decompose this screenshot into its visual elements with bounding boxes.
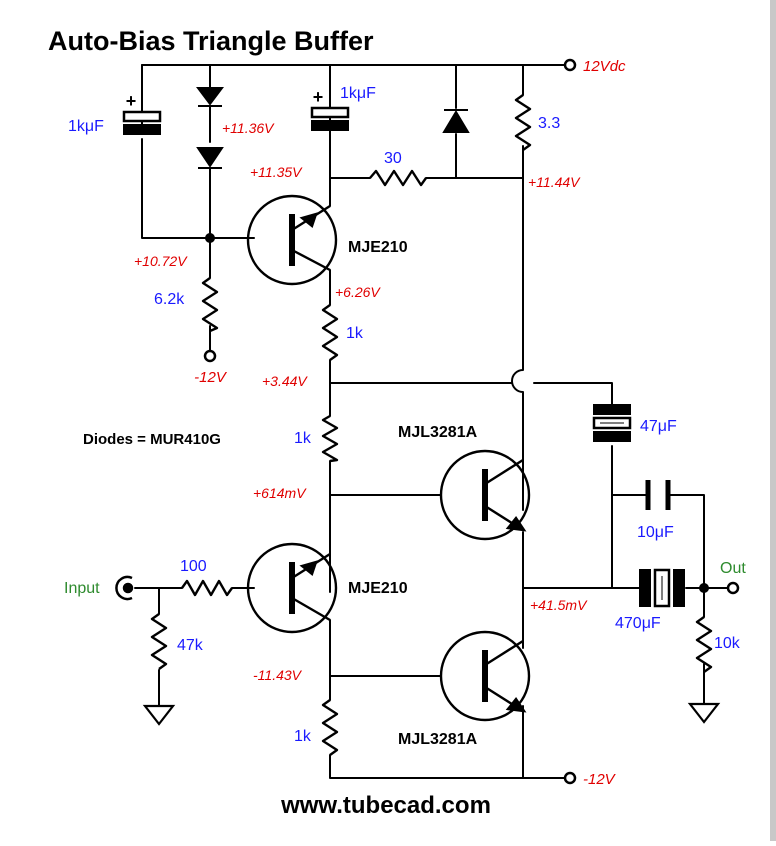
cap-1kuF-left-label: 1kμF — [68, 118, 104, 135]
resistor-1k-upper — [321, 304, 339, 361]
wire-bottom-rail — [329, 619, 566, 779]
input-label: Input — [64, 580, 100, 597]
res-10k-label: 10k — [714, 635, 741, 652]
res-1k-lower-label: 1k — [294, 728, 312, 745]
diode-string — [196, 87, 224, 169]
output-label: Out — [720, 560, 746, 577]
supply-neg-label: -12V — [583, 771, 617, 788]
voltage-10-72: +10.72V — [134, 253, 188, 269]
voltage-614m: +614mV — [253, 485, 307, 501]
capacitor-10uF — [645, 480, 671, 510]
voltage-neg-11-43: -11.43V — [253, 667, 303, 683]
resistor-1k-middle — [321, 414, 339, 463]
bias-neg-label: -12V — [194, 369, 228, 386]
wire-input-chain — [134, 587, 255, 707]
cap-10uF-label: 10μF — [637, 524, 674, 541]
ground-icon — [142, 704, 176, 726]
voltage-11-36: +11.36V — [222, 120, 275, 136]
res-1k-upper-label: 1k — [346, 325, 364, 342]
terminal-neg12v — [563, 771, 577, 785]
res-1k-middle-label: 1k — [294, 430, 312, 447]
page-title: Auto-Bias Triangle Buffer — [48, 26, 374, 56]
resistor-6-2k — [201, 277, 219, 333]
cap-1kuF-mid-label: 1kμF — [340, 85, 376, 102]
voltage-6-26: +6.26V — [335, 284, 381, 300]
terminal-out — [726, 581, 740, 595]
diode-protection — [442, 109, 470, 133]
footer-url: www.tubecad.com — [280, 792, 491, 819]
resistor-30 — [369, 169, 427, 187]
voltage-41-5m: +41.5mV — [530, 597, 588, 613]
terminal-12vdc — [563, 58, 577, 72]
resistors — [150, 94, 713, 756]
input-jack-icon — [115, 575, 134, 601]
svg-text:+: + — [313, 87, 324, 107]
wire-10uF — [611, 494, 705, 589]
capacitor-1kuF-left: + — [122, 91, 162, 135]
grounds — [142, 702, 721, 726]
capacitor-1kuF-mid: + — [310, 87, 350, 131]
resistor-3-3 — [514, 94, 532, 151]
wire-left-cap-column — [141, 64, 211, 239]
resistor-47k — [150, 613, 168, 670]
voltage-11-44: +11.44V — [528, 174, 581, 190]
q-input-label: MJE210 — [348, 580, 408, 597]
capacitor-470uF — [639, 568, 685, 608]
wires — [134, 64, 729, 779]
diode-lower-icon — [196, 147, 224, 168]
q-out-upper-label: MJL3281A — [398, 424, 478, 441]
res-47k-label: 47k — [177, 637, 204, 654]
q-top-label: MJE210 — [348, 239, 408, 256]
resistor-10k — [695, 616, 713, 673]
transistor-output-upper — [439, 449, 531, 541]
wire-lower-output — [329, 587, 524, 779]
voltage-3-44: +3.44V — [262, 373, 308, 389]
terminal-bias-neg12v — [203, 349, 217, 363]
ground-icon — [687, 702, 721, 724]
terminals — [203, 58, 740, 785]
q-out-lower-label: MJL3281A — [398, 731, 478, 748]
voltage-11-35: +11.35V — [250, 164, 303, 180]
cap-470uF-label: 470μF — [615, 615, 661, 632]
diodes-note: Diodes = MUR410G — [83, 431, 221, 448]
res-6-2k-label: 6.2k — [154, 291, 185, 308]
res-100-label: 100 — [180, 558, 207, 575]
wire-344-node — [329, 382, 613, 589]
transistor-top-mje210 — [246, 194, 338, 286]
junctions — [205, 233, 709, 593]
res-3-3-label: 3.3 — [538, 115, 560, 132]
transistor-output-lower — [439, 630, 531, 722]
resistor-1k-lower — [321, 699, 339, 756]
labels: Auto-Bias Triangle Buffer www.tubecad.co… — [48, 26, 746, 819]
cap-47uF-label: 47μF — [640, 418, 677, 435]
supply-pos-label: 12Vdc — [583, 58, 626, 75]
right-edge-border — [770, 0, 776, 841]
res-30-label: 30 — [384, 150, 402, 167]
wire-right-column — [511, 64, 524, 511]
transistor-input-mje210 — [246, 542, 338, 634]
wire-mid-column — [329, 64, 524, 207]
diode-protection-icon — [442, 110, 470, 133]
resistor-100 — [181, 579, 233, 597]
svg-text:+: + — [126, 91, 137, 111]
diode-upper-icon — [196, 87, 224, 106]
capacitor-47uF — [592, 404, 632, 442]
